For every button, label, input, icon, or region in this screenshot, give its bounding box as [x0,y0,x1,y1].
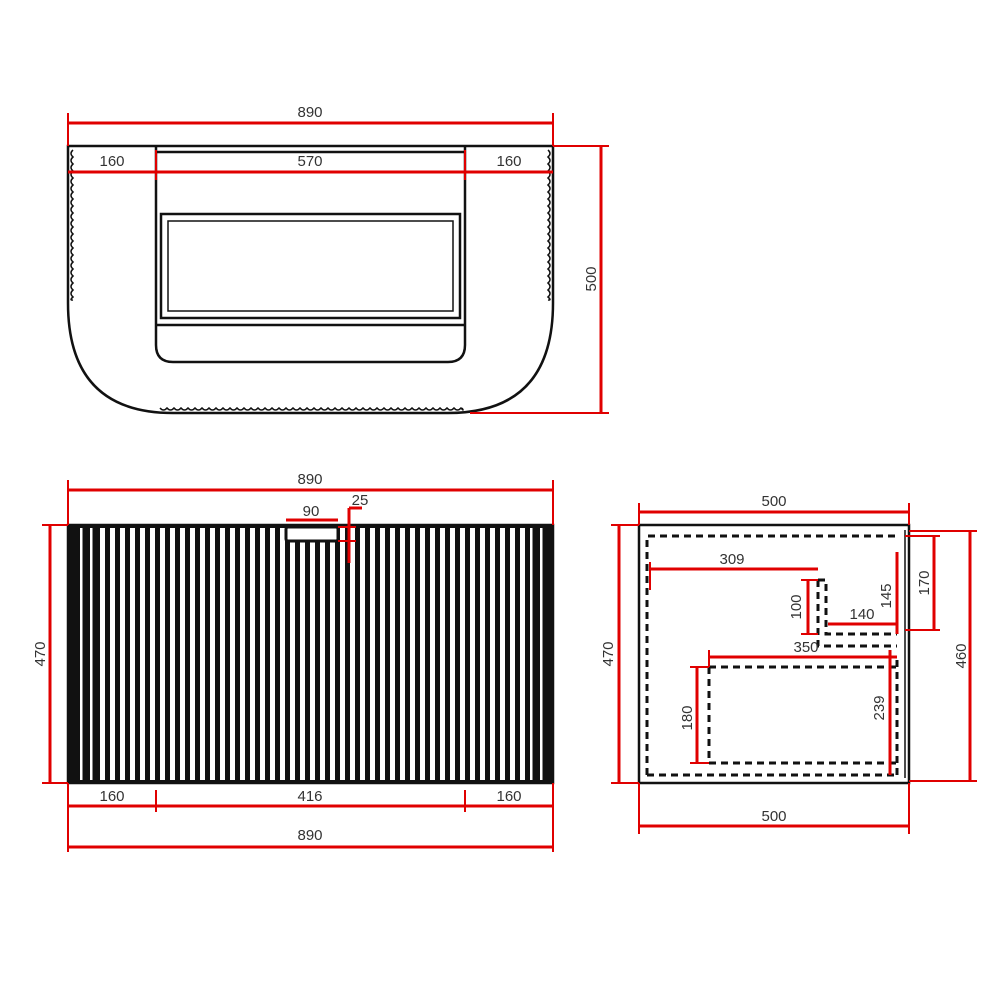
top-dim-right-wing-label: 160 [496,153,521,170]
side-dim-depth-bottom-label: 500 [761,808,786,825]
front-view-slat-gap [250,528,255,780]
top-dim-overall-label: 890 [297,104,322,121]
top-dim-depth-label: 500 [583,266,600,291]
front-view-slat-gap [170,528,175,780]
front-view-slat-gap [310,528,315,780]
front-view-slat-gap [420,528,425,780]
top-view-fluted-edge-right [546,149,551,301]
front-view-slat-gap [470,528,475,780]
front-view-slat-gap [150,528,155,780]
front-view-slat-gap [110,528,115,780]
side-dim-height-left-label: 470 [600,641,617,666]
front-view-slat-gap [220,528,225,780]
front-dim-overall-top-label: 890 [297,471,322,488]
front-view-slat-gap [480,528,485,780]
front-view-slat-gap [520,528,525,780]
side-dim-drawer1-depth-label: 309 [719,551,744,568]
front-view-slat-gap [300,528,305,780]
front-view-slat-gap [90,528,93,780]
front-view: 890 90 25 470 160 416 160 890 [32,471,555,852]
side-dim-drawer2-height-label: 239 [871,695,888,720]
top-view-fluted-edge-bottom [159,406,464,411]
front-view-slat-gap [230,528,235,780]
side-dim-drawer2-depth-label: 350 [793,639,818,656]
front-view-slat-gap [350,528,355,780]
front-dim-overall-bottom-label: 890 [297,827,322,844]
front-view-slat-gap [370,528,375,780]
side-dim-drawer2-face-label: 180 [679,705,696,730]
front-view-slat-gap [530,528,533,780]
front-view-handle [284,525,340,543]
front-view-slat-gap [320,528,325,780]
top-dim-left-wing-label: 160 [99,153,124,170]
front-view-slat-gap [490,528,495,780]
front-view-slat-gap [380,528,385,780]
front-dim-height-label: 470 [32,641,49,666]
front-dim-middle-label: 416 [297,788,322,805]
front-view-slat-gap [440,528,445,780]
top-view-basin-bowl [159,212,462,320]
front-view-slat-gap [270,528,275,780]
top-view: 890 160 570 160 500 [66,104,609,415]
front-view-fluted-slats [68,525,553,783]
front-view-slat-gap [180,528,185,780]
side-dim-drawer1-height-label: 170 [916,570,933,595]
front-view-slat-gap [410,528,415,780]
side-dim-drawer1-inner-label: 145 [878,583,895,608]
front-view-slat-gap [160,528,165,780]
top-dim-middle-label: 570 [297,153,322,170]
front-view-slat-gap [450,528,455,780]
front-view-slat-gap [330,528,335,780]
front-view-slat-gap [280,528,285,780]
front-view-slat-gap [510,528,515,780]
front-view-slat-gap [460,528,465,780]
front-view-slat-gap [100,528,105,780]
front-dim-offset-label: 25 [352,492,369,509]
side-dim-drawer1-face-label: 100 [788,594,805,619]
front-view-slat-gap [430,528,435,780]
side-view-drawer-upper-hidden [645,534,897,775]
front-view-slat-gap [190,528,195,780]
front-view-slat-gap [400,528,405,780]
top-view-outline [66,144,555,415]
front-dim-left-wing-label: 160 [99,788,124,805]
front-view-slat-gap [260,528,265,780]
side-view-outline [637,523,911,785]
top-view-basin-outline [154,146,467,364]
front-view-slat-gap [80,528,83,780]
side-dim-height-right-label: 460 [953,643,970,668]
front-view-slat-gap [360,528,365,780]
front-dim-right-wing-label: 160 [496,788,521,805]
front-view-slat-gap [210,528,215,780]
front-view-slat-gap [290,528,295,780]
front-view-slat-gap [140,528,145,780]
front-view-slat-gap [390,528,395,780]
side-dim-depth-top-label: 500 [761,493,786,510]
front-view-slat-gap [200,528,205,780]
front-view-slat-gap [340,528,345,780]
front-dim-handle-label: 90 [303,503,320,520]
side-view: 500 470 460 309 100 140 145 170 [600,493,977,834]
front-view-slat-gap [120,528,125,780]
front-view-slat-gap [240,528,245,780]
front-view-slat-gap [540,528,543,780]
top-view-fluted-edge-left [70,149,75,301]
front-view-slat-gap [500,528,505,780]
top-view-basin-bowl-inner [167,220,454,312]
side-dim-drawer1-return-label: 140 [849,606,874,623]
front-view-slat-gap [130,528,135,780]
